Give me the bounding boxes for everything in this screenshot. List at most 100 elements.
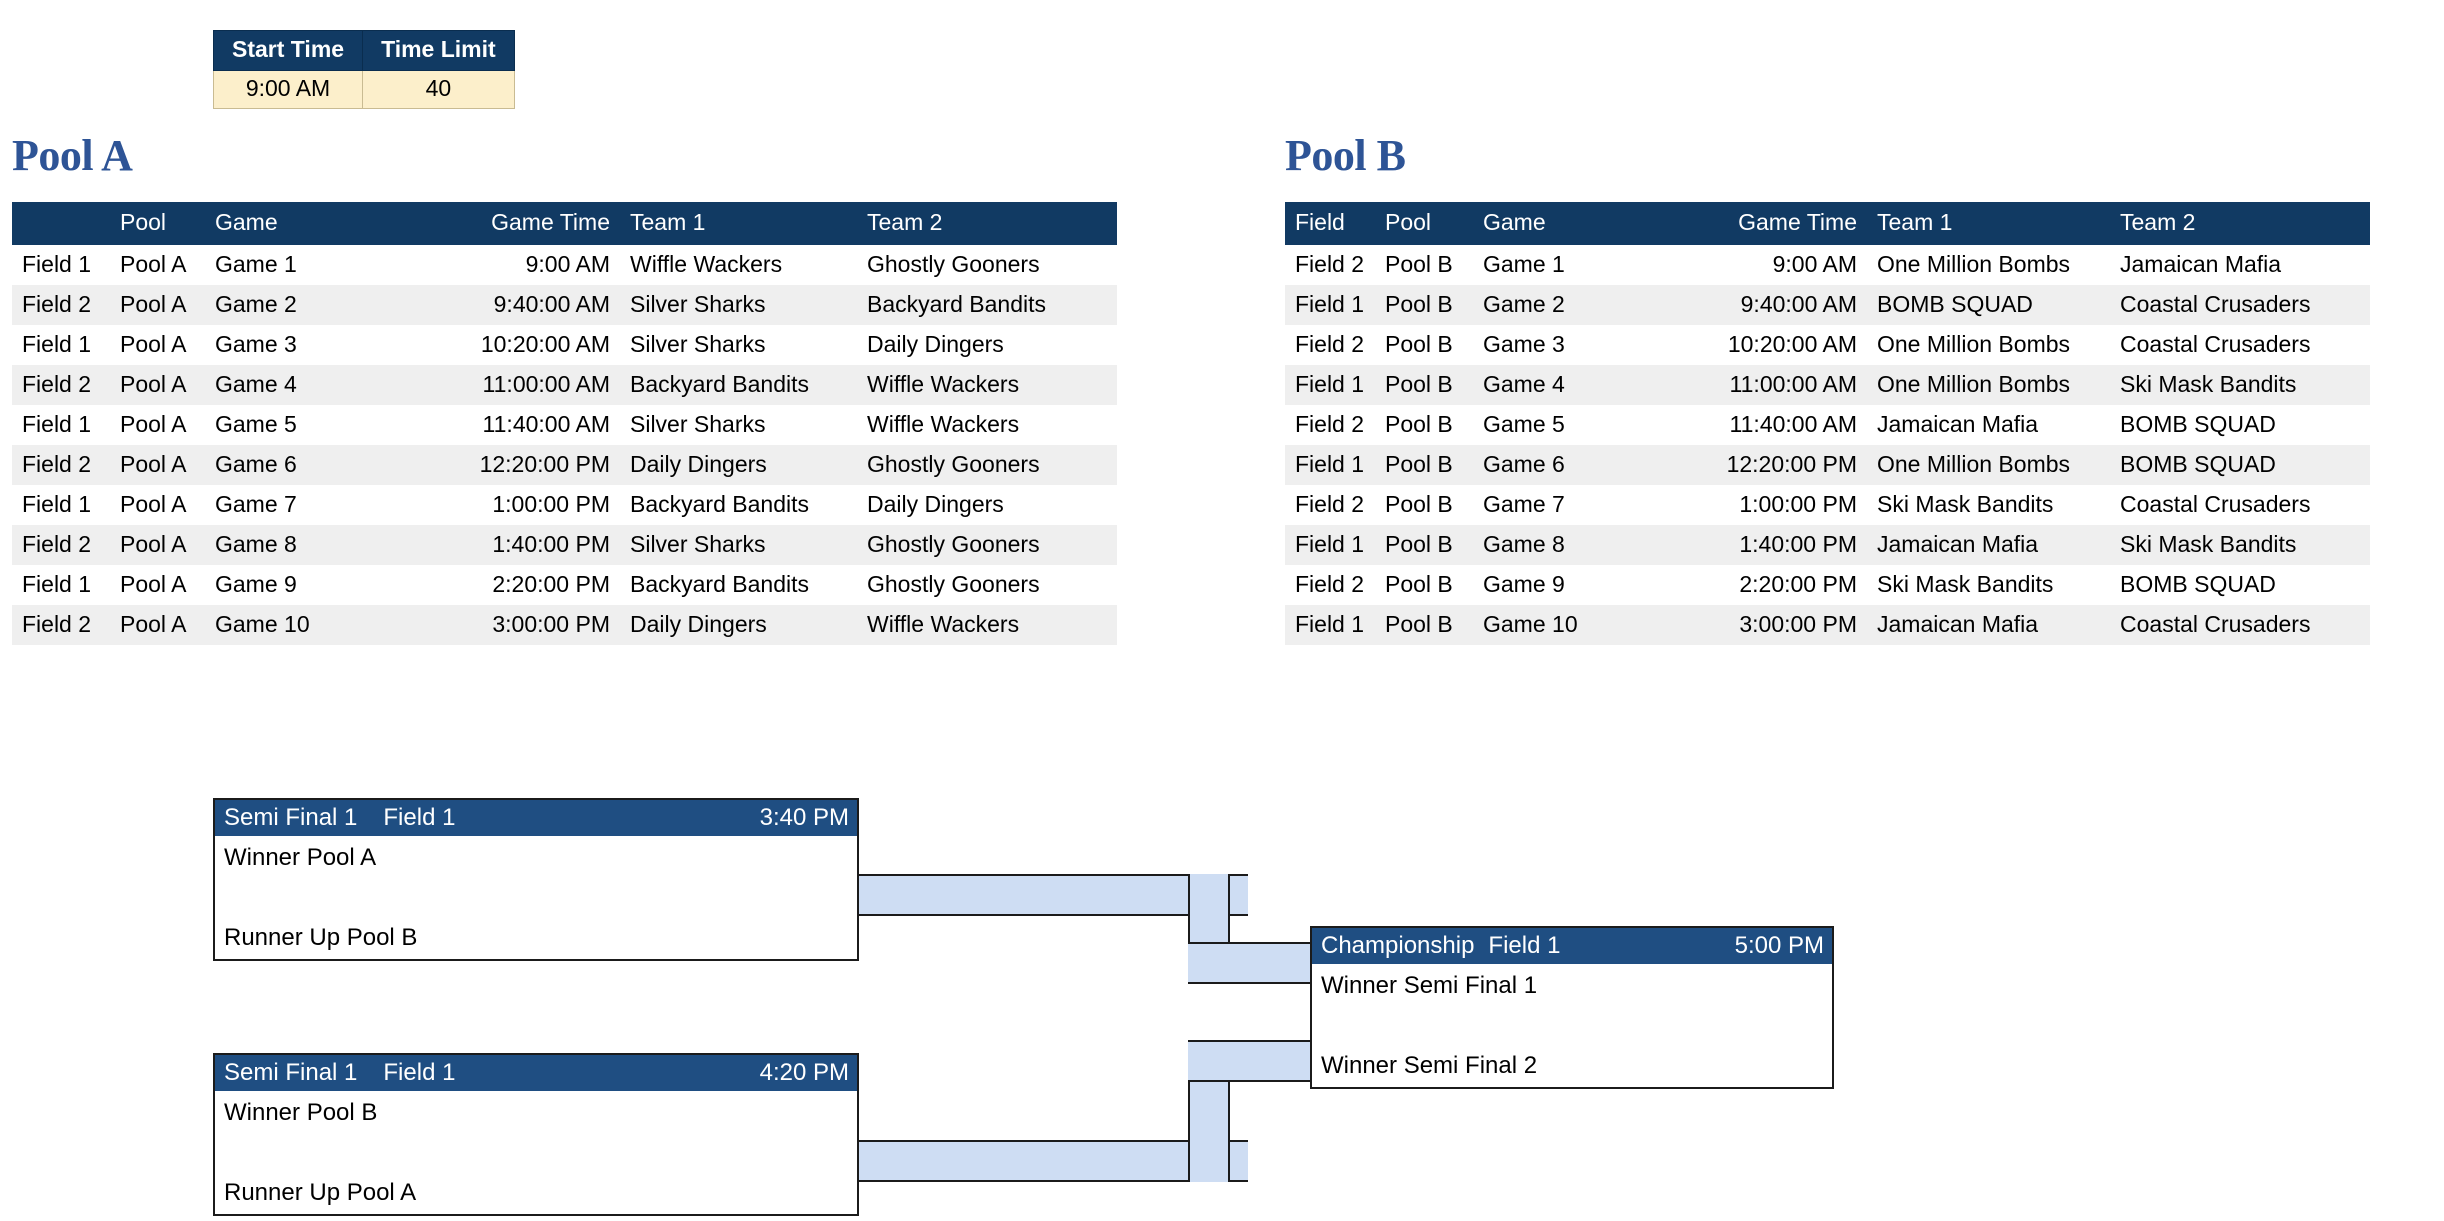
semi-final-1-field: Field 1: [383, 804, 456, 831]
pool-b-cell-pool: Pool B: [1385, 525, 1483, 565]
bracket-connector-sf1-to-final: [1188, 942, 1318, 984]
championship-header: Championship Field 1 5:00 PM: [1312, 928, 1832, 964]
settings-value-time-limit[interactable]: 40: [362, 70, 515, 109]
pool-a-cell-game: Game 4: [215, 365, 405, 405]
pool-b-cell-field: Field 2: [1285, 485, 1385, 525]
pool-a-cell-pool: Pool A: [120, 325, 215, 365]
pool-a-schedule-table: Pool Game Game Time Team 1 Team 2 Field …: [12, 202, 1117, 645]
pool-a-cell-team2: Ghostly Gooners: [867, 245, 1117, 285]
settings-header-row: Start Time Time Limit: [212, 30, 515, 71]
pool-a-cell-team2: Ghostly Gooners: [867, 525, 1117, 565]
settings-value-start-time[interactable]: 9:00 AM: [212, 70, 364, 109]
pool-a-cell-team2: Daily Dingers: [867, 485, 1117, 525]
pool-b-cell-team2: Jamaican Mafia: [2120, 245, 2370, 285]
pool-a-cell-game-time: 3:00:00 PM: [405, 605, 620, 645]
pool-b-cell-game: Game 7: [1483, 485, 1671, 525]
pool-a-cell-team1: Silver Sharks: [620, 325, 867, 365]
pool-a-cell-game-time: 1:40:00 PM: [405, 525, 620, 565]
semi-final-2-time: 4:20 PM: [759, 1059, 849, 1086]
pool-a-cell-game: Game 1: [215, 245, 405, 285]
pool-a-cell-pool: Pool A: [120, 245, 215, 285]
pool-b-cell-game-time: 12:20:00 PM: [1671, 445, 1867, 485]
championship-slot-bottom[interactable]: Winner Semi Final 2: [1321, 1052, 1538, 1079]
bracket-connector-sf2-vertical: [1188, 1040, 1230, 1182]
bracket-connector-sf2-horizontal: [848, 1140, 1248, 1182]
pool-b-cell-field: Field 1: [1285, 445, 1385, 485]
championship-field: Field 1: [1488, 932, 1561, 959]
semi-final-2-slot-bottom[interactable]: Runner Up Pool A: [224, 1179, 417, 1206]
pool-b-cell-game: Game 6: [1483, 445, 1671, 485]
pool-a-cell-field: Field 1: [12, 405, 120, 445]
pool-a-cell-team1: Daily Dingers: [620, 605, 867, 645]
pool-b-cell-team1: Jamaican Mafia: [1867, 405, 2120, 445]
pool-a-cell-team1: Backyard Bandits: [620, 485, 867, 525]
semi-final-1-body: Winner Pool A Runner Up Pool B: [215, 836, 857, 959]
pool-a-cell-game: Game 2: [215, 285, 405, 325]
pool-a-cell-team2: Ghostly Gooners: [867, 445, 1117, 485]
tournament-settings-table: Start Time Time Limit 9:00 AM 40: [212, 30, 515, 109]
pool-a-cell-team1: Backyard Bandits: [620, 365, 867, 405]
pool-b-cell-team1: Jamaican Mafia: [1867, 525, 2120, 565]
pool-a-title: Pool A: [12, 131, 133, 180]
pool-b-cell-pool: Pool B: [1385, 565, 1483, 605]
pool-b-cell-team1: One Million Bombs: [1867, 245, 2120, 285]
pool-b-cell-game: Game 5: [1483, 405, 1671, 445]
pool-a-cell-pool: Pool A: [120, 365, 215, 405]
bracket-connector-sf2-to-final: [1188, 1040, 1318, 1082]
pool-a-cell-field: Field 1: [12, 325, 120, 365]
match-box-championship[interactable]: Championship Field 1 5:00 PM Winner Semi…: [1310, 926, 1834, 1089]
pool-b-cell-game-time: 1:40:00 PM: [1671, 525, 1867, 565]
pool-a-cell-team2: Ghostly Gooners: [867, 565, 1117, 605]
pool-b-header-row: Field Pool Game Game Time Team 1 Team 2: [1285, 202, 2370, 245]
pool-b-cell-field: Field 2: [1285, 245, 1385, 285]
semi-final-1-slot-top[interactable]: Winner Pool A: [224, 844, 377, 871]
pool-b-cell-team2: Ski Mask Bandits: [2120, 525, 2370, 565]
match-box-semi-final-2[interactable]: Semi Final 1 Field 1 4:20 PM Winner Pool…: [213, 1053, 859, 1216]
pool-a-cell-team2: Daily Dingers: [867, 325, 1117, 365]
pool-b-cell-pool: Pool B: [1385, 245, 1483, 285]
pool-a-cell-field: Field 1: [12, 565, 120, 605]
pool-a-cell-team2: Backyard Bandits: [867, 285, 1117, 325]
pool-b-cell-team1: Ski Mask Bandits: [1867, 565, 2120, 605]
pool-a-cell-team2: Wiffle Wackers: [867, 605, 1117, 645]
pool-b-cell-team2: BOMB SQUAD: [2120, 565, 2370, 605]
pool-a-cell-pool: Pool A: [120, 405, 215, 445]
pool-b-cell-game: Game 3: [1483, 325, 1671, 365]
semi-final-2-slot-top[interactable]: Winner Pool B: [224, 1099, 378, 1126]
pool-a-cell-game-time: 2:20:00 PM: [405, 565, 620, 605]
pool-a-cell-game-time: 12:20:00 PM: [405, 445, 620, 485]
pool-a-cell-team2: Wiffle Wackers: [867, 365, 1117, 405]
pool-a-cell-game-time: 10:20:00 AM: [405, 325, 620, 365]
championship-body: Winner Semi Final 1 Winner Semi Final 2: [1312, 964, 1832, 1087]
pool-a-cell-game-time: 11:00:00 AM: [405, 365, 620, 405]
pool-a-cell-game: Game 6: [215, 445, 405, 485]
pool-b-cell-game-time: 2:20:00 PM: [1671, 565, 1867, 605]
semi-final-1-slot-bottom[interactable]: Runner Up Pool B: [224, 924, 418, 951]
pool-a-cell-pool: Pool A: [120, 525, 215, 565]
pool-b-cell-team2: Coastal Crusaders: [2120, 605, 2370, 645]
championship-slot-top[interactable]: Winner Semi Final 1: [1321, 972, 1538, 999]
pool-b-schedule-table: Field Pool Game Game Time Team 1 Team 2 …: [1285, 202, 2370, 645]
pool-b-cell-team2: Coastal Crusaders: [2120, 485, 2370, 525]
match-box-semi-final-1[interactable]: Semi Final 1 Field 1 3:40 PM Winner Pool…: [213, 798, 859, 961]
